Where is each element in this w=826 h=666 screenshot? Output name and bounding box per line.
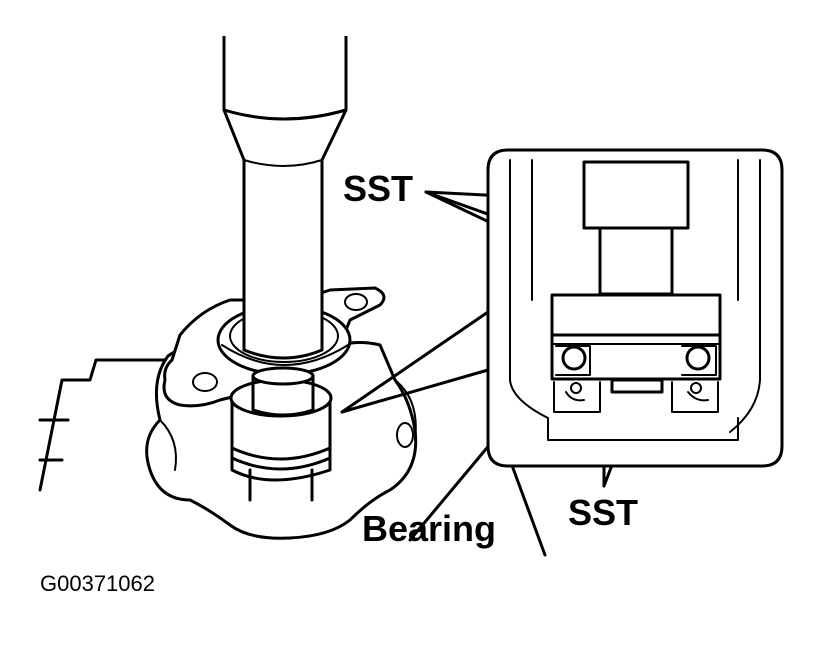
bearing-label: Bearing (362, 508, 497, 549)
lower-cylinder (229, 378, 333, 502)
sst-label-lower: SST (568, 492, 639, 533)
inset-detail (486, 148, 784, 468)
figure-code: G00371062 (40, 571, 155, 596)
sst-label-upper: SST (343, 168, 414, 209)
housing-block (38, 358, 172, 492)
press-tool (222, 36, 348, 417)
